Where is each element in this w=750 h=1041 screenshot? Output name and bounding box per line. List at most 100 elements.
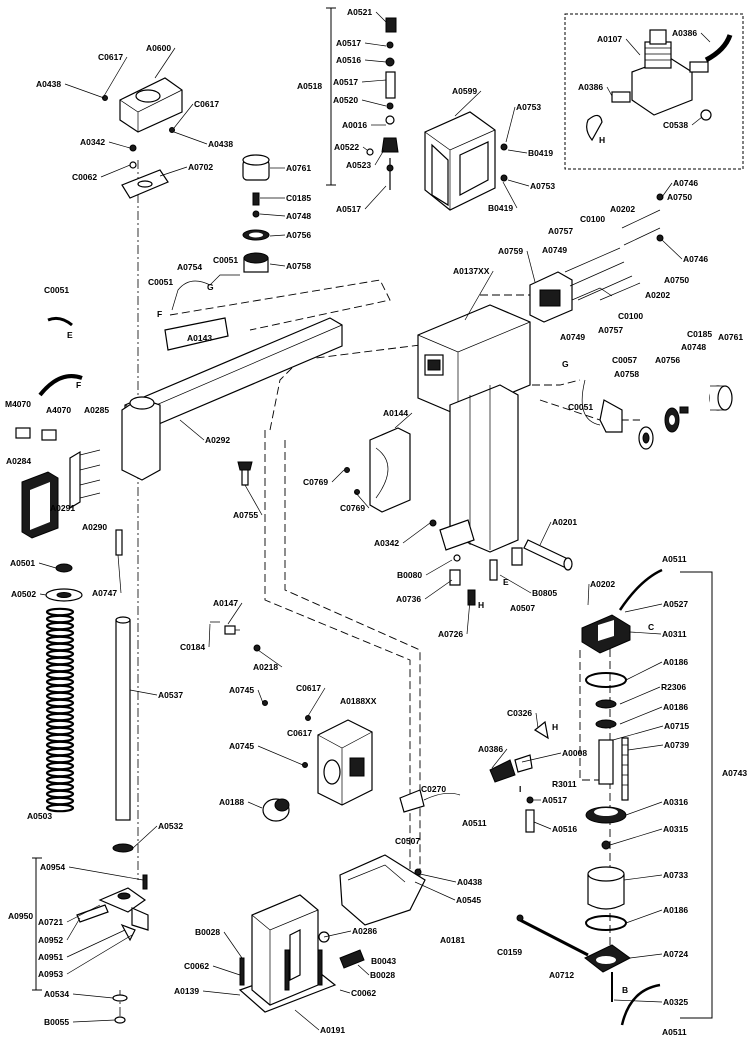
leader-line [364,42,387,47]
leader-line [173,131,208,145]
leader-line [454,90,482,117]
part-label-c0617: C0617 [287,728,312,738]
part-label-a0286: A0286 [352,926,377,936]
hood-a0599 [424,111,508,211]
part-label-b: B [622,985,628,995]
leader-line [629,953,663,959]
leader-line [623,874,663,881]
spring-coil [45,670,75,680]
part-label-a0522: A0522 [334,142,359,152]
part-label-a0758: A0758 [286,261,311,271]
part-label-c0507: C0507 [395,836,420,846]
part-label-c0051: C0051 [213,255,238,265]
spring-coil [45,677,75,687]
part-label-a0342: A0342 [374,538,399,548]
spring-coil [45,754,75,764]
part-label-f: F [157,309,162,319]
leader-line [108,141,131,149]
leader-line [361,79,387,83]
part-label-c0057: C0057 [612,355,637,365]
part-label-a0534: A0534 [44,989,69,999]
part-label-a0745: A0745 [229,741,254,751]
leader-line [208,623,211,648]
leader-line [307,687,326,717]
leader-line [269,263,286,267]
part-label-a0724: A0724 [663,949,688,959]
part-label-a0739: A0739 [664,740,689,750]
leader-line [39,593,47,596]
part-label-h: H [552,722,558,732]
part-label-c0326: C0326 [507,708,532,718]
leader-line [38,562,57,569]
spring-coil [45,803,75,813]
leader-line [244,484,263,516]
leader-line [499,574,532,594]
part-label-a0761: A0761 [718,332,743,342]
spring-coil [45,726,75,736]
part-label-a0721: A0721 [38,917,63,927]
part-label-a0761: A0761 [286,163,311,173]
spring-coil [45,747,75,757]
leader-line [507,179,530,187]
top-cap-a0600 [102,77,183,199]
leader-line [361,99,387,107]
leader-line [375,11,387,23]
part-label-c0617: C0617 [194,99,219,109]
fittings-center [399,720,549,833]
leader-line [521,752,562,763]
spring-coil [45,796,75,806]
part-label-a0511: A0511 [462,818,487,828]
leader-line [419,873,457,883]
leader-line [129,689,158,696]
spring-coil [45,649,75,659]
part-label-c0538: C0538 [663,120,688,130]
leader-line [619,686,661,705]
part-label-a0517: A0517 [336,38,361,48]
part-label-a0202: A0202 [590,579,615,589]
part-label-a0386: A0386 [478,744,503,754]
part-label-a0521: A0521 [347,7,372,17]
part-label-a0746: A0746 [673,178,698,188]
leader-line [625,38,641,56]
part-label-a0143: A0143 [187,333,212,343]
part-label-a0712: A0712 [549,970,574,980]
leader-line [526,250,536,283]
part-label-a0756: A0756 [655,355,680,365]
part-label-f: F [76,380,81,390]
part-label-a0139: A0139 [174,986,199,996]
part-label-a0186: A0186 [663,702,688,712]
part-label-a0517: A0517 [333,77,358,87]
leader-line [154,47,176,79]
part-label-a0186: A0186 [663,657,688,667]
part-label-a4070: A4070 [46,405,71,415]
leader-line [66,929,126,958]
part-label-b0028: B0028 [370,970,395,980]
part-label-a0749: A0749 [542,245,567,255]
part-label-c0051: C0051 [148,277,173,287]
leader-line [464,270,494,321]
leader-line [612,725,664,741]
leader-line [100,164,131,178]
part-label-b0805: B0805 [532,588,557,598]
part-label-a0755: A0755 [233,510,258,520]
part-label-a0008: A0008 [562,748,587,758]
leader-line [691,116,703,126]
leader-line [502,181,518,209]
part-label-a0517: A0517 [542,795,567,805]
part-label-a0311: A0311 [662,629,687,639]
part-label-a0284: A0284 [6,456,31,466]
leader-line [402,522,431,544]
part-label-a0285: A0285 [84,405,109,415]
part-label-c0051: C0051 [44,285,69,295]
part-label-a0757: A0757 [548,226,573,236]
part-label-b0028: B0028 [195,927,220,937]
leader-line [661,182,673,198]
part-label-a0438: A0438 [208,139,233,149]
part-label-a0754: A0754 [177,262,202,272]
coil-spring [45,607,75,813]
part-label-a0747: A0747 [92,588,117,598]
part-label-a0749: A0749 [560,332,585,342]
cover-a0144 [344,427,411,513]
part-label-a0186: A0186 [663,905,688,915]
